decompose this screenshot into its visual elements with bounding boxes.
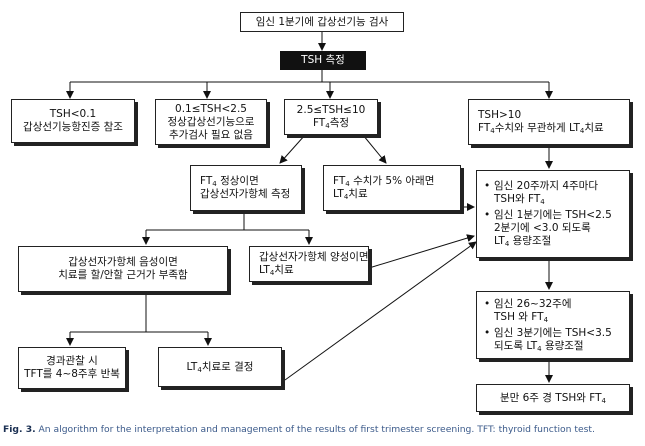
- monitoring-list: 임신 20주까지 4주마다 TSH와 FT4 임신 1분기에는 TSH<2.5 …: [484, 180, 612, 248]
- later-monitoring-box: 임신 26~32주에 TSH 와 FT4 임신 3분기에는 TSH<3.5 되도…: [476, 291, 630, 359]
- ft4-normal-line1: FT4 정상이면: [200, 175, 259, 188]
- antibody-negative-line1: 갑상선자가항체 음성이면: [68, 256, 178, 268]
- later-monitoring-list: 임신 26~32주에 TSH 와 FT4 임신 3분기에는 TSH<3.5 되도…: [484, 298, 612, 353]
- tsh-mid-line1: 2.5≤TSH≤10: [296, 104, 366, 116]
- lt4-decide-box: LT4치료로 결정: [158, 347, 282, 387]
- start-label: 임신 1분기에 갑상선기능 검사: [255, 15, 389, 28]
- monitoring-bullet-1: 임신 20주까지 4주마다 TSH와 FT4: [484, 180, 612, 206]
- antibody-positive-line2: LT4치료: [259, 264, 294, 277]
- antibody-negative-line2: 치료를 할/안할 근거가 부족함: [58, 269, 188, 281]
- arrow-positive-to-monitoring: [368, 234, 475, 269]
- arrow-mid-to-ft4-low: [362, 134, 387, 164]
- tsh-borderline-line2: 정상갑상선기능으로: [167, 115, 255, 128]
- followup-line1: 경과관찰 시: [46, 355, 98, 367]
- ft4-normal-line2: 갑상선자가항체 측정: [200, 188, 291, 200]
- tsh-measure-label: TSH 측정: [301, 54, 345, 66]
- figure-caption-text: An algorithm for the interpretation and …: [35, 424, 595, 435]
- tsh-high-line2: FT4수치와 무관하게 LT4치료: [478, 122, 604, 135]
- tsh-measure-box: TSH 측정: [280, 51, 366, 70]
- tsh-high-line1: TSH>10: [478, 109, 522, 121]
- later-monitoring-bullet-2: 임신 3분기에는 TSH<3.5 되도록 LT4 용량조절: [484, 327, 612, 353]
- postpartum-label: 분만 6주 경 TSH와 FT4: [499, 391, 607, 405]
- ft4-low-box: FT4 수치가 5% 아래면 LT4치료: [323, 165, 461, 211]
- ft4-low-line2: LT4치료: [333, 188, 368, 201]
- arrow-lt4decide-to-monitoring: [284, 241, 477, 381]
- monitoring-box: 임신 20주까지 4주마다 TSH와 FT4 임신 1분기에는 TSH<2.5 …: [476, 170, 630, 258]
- tsh-low-box: TSH<0.1 갑상선기능항진증 참조: [11, 99, 135, 143]
- antibody-positive-line1: 갑상선자가항체 양성이면: [259, 251, 369, 263]
- tsh-borderline-box: 0.1≤TSH<2.5 정상갑상선기능으로 추가검사 필요 없음: [155, 99, 267, 145]
- start-box: 임신 1분기에 갑상선기능 검사: [240, 12, 404, 32]
- tsh-low-line1: TSH<0.1: [49, 108, 97, 120]
- antibody-positive-box: 갑상선자가항체 양성이면 LT4치료: [249, 246, 369, 282]
- figure-caption-label: Fig. 3.: [3, 424, 36, 435]
- tsh-mid-box: 2.5≤TSH≤10 FT4측정: [284, 99, 378, 135]
- antibody-negative-box: 갑상선자가항체 음성이면 치료를 할/안할 근거가 부족함: [18, 246, 228, 292]
- arrow-mid-to-ft4-normal: [279, 134, 306, 164]
- tsh-borderline-line1: 0.1≤TSH<2.5: [175, 102, 247, 115]
- tsh-borderline-line3: 추가검사 필요 없음: [169, 128, 253, 141]
- later-monitoring-bullet-1: 임신 26~32주에 TSH 와 FT4: [484, 298, 612, 324]
- ft4-normal-box: FT4 정상이면 갑상선자가항체 측정: [190, 165, 302, 211]
- tsh-mid-line2: FT4측정: [312, 117, 350, 130]
- followup-line2: TFT를 4~8주후 반복: [24, 368, 120, 380]
- ft4-low-line1: FT4 수치가 5% 아래면: [333, 175, 435, 188]
- lt4-decide-label: LT4치료로 결정: [186, 360, 254, 374]
- monitoring-bullet-2: 임신 1분기에는 TSH<2.5 2분기에 <3.0 되도록 LT4 용량조절: [484, 209, 612, 248]
- followup-box: 경과관찰 시 TFT를 4~8주후 반복: [18, 347, 126, 389]
- tsh-high-box: TSH>10 FT4수치와 무관하게 LT4치료: [468, 99, 630, 145]
- postpartum-box: 분만 6주 경 TSH와 FT4: [476, 384, 630, 412]
- tsh-low-line2: 갑상선기능항진증 참조: [23, 121, 123, 133]
- figure-caption: Fig. 3. An algorithm for the interpretat…: [3, 424, 643, 435]
